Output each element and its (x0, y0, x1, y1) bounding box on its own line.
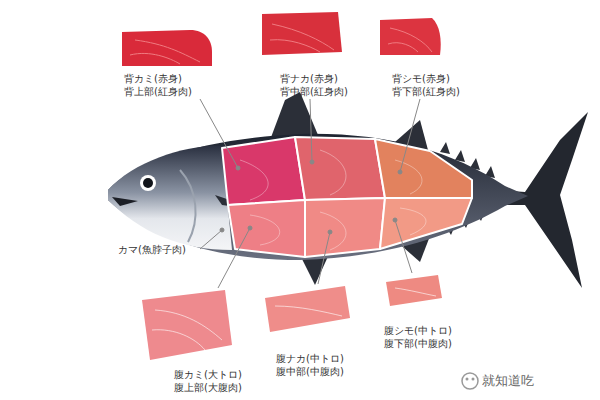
part-label: 背シモ(赤身) (392, 72, 450, 85)
part-label: 腹カミ(大トロ) (174, 368, 242, 381)
part-label: 背中部(紅身肉) (280, 85, 348, 98)
part-label: 腹上部(大腹肉) (174, 381, 242, 394)
part-label: 背下部(紅身肉) (392, 85, 460, 98)
part-label: カマ(魚脖子肉) (118, 243, 186, 256)
part-label: 背上部(紅身肉) (124, 85, 192, 98)
part-label: 背ナカ(赤身) (280, 72, 338, 85)
part-label: 腹中部(中腹肉) (276, 365, 344, 378)
part-label: 腹ナカ(中トロ) (276, 352, 344, 365)
part-label: 背カミ(赤身) (124, 72, 182, 85)
part-label: 腹シモ(中トロ) (384, 324, 452, 337)
part-label: 腹下部(中腹肉) (384, 337, 452, 350)
watermark: 就知道吃 (482, 373, 534, 389)
